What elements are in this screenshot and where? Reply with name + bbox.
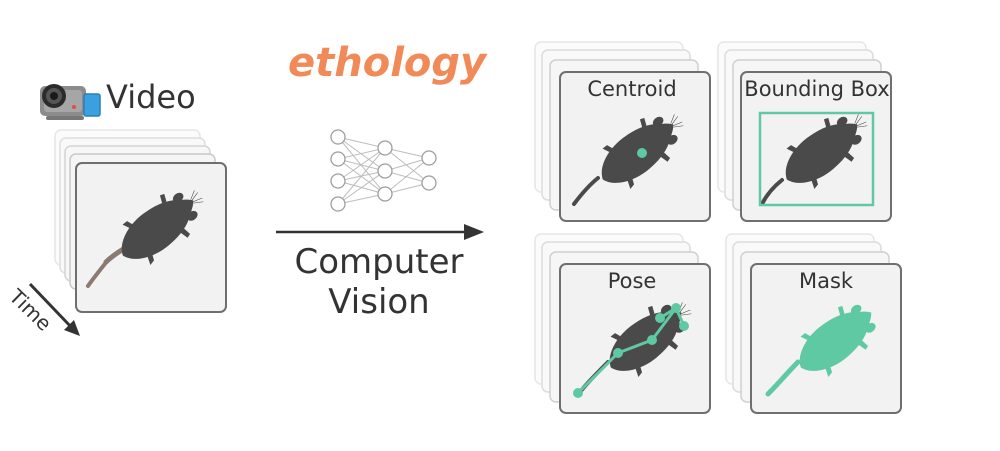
pose-title: Pose — [608, 269, 657, 293]
video-camera-icon — [40, 84, 101, 120]
arrow-right-icon — [276, 224, 484, 240]
bbox-mouse — [760, 105, 874, 206]
process-label-line1: Computer — [294, 242, 463, 282]
centroid-mouse — [572, 105, 690, 206]
time-arrow-icon — [28, 282, 80, 336]
video-label: Video — [106, 78, 196, 116]
mask-title: Mask — [799, 269, 854, 293]
centroid-title: Centroid — [587, 77, 676, 101]
pose-keypoint-neck — [671, 303, 681, 313]
centroid-point — [637, 148, 647, 158]
pose-keypoint-nose — [679, 321, 689, 331]
neural-network-icon — [330, 129, 437, 212]
bounding-box — [758, 111, 875, 207]
mask-panel: Mask — [725, 233, 902, 414]
pose-keypoint-tail — [573, 388, 583, 398]
pose-panel: Pose — [534, 233, 711, 414]
bbox-title: Bounding Box — [744, 77, 889, 101]
centroid-panel: Centroid — [534, 41, 711, 222]
mouse-mask — [765, 293, 888, 397]
process-label-line2: Vision — [328, 282, 429, 322]
pose-keypoint-ear — [655, 313, 665, 323]
video-frame-stack — [54, 129, 227, 313]
pose-keypoint-spine — [647, 335, 657, 345]
pose-keypoints — [573, 303, 689, 398]
pose-keypoint-hip — [613, 348, 623, 358]
mouse-image — [86, 181, 210, 288]
brand-title: ethology — [288, 40, 488, 86]
time-label: Time — [4, 284, 57, 336]
bbox-panel: Bounding Box — [717, 41, 892, 222]
